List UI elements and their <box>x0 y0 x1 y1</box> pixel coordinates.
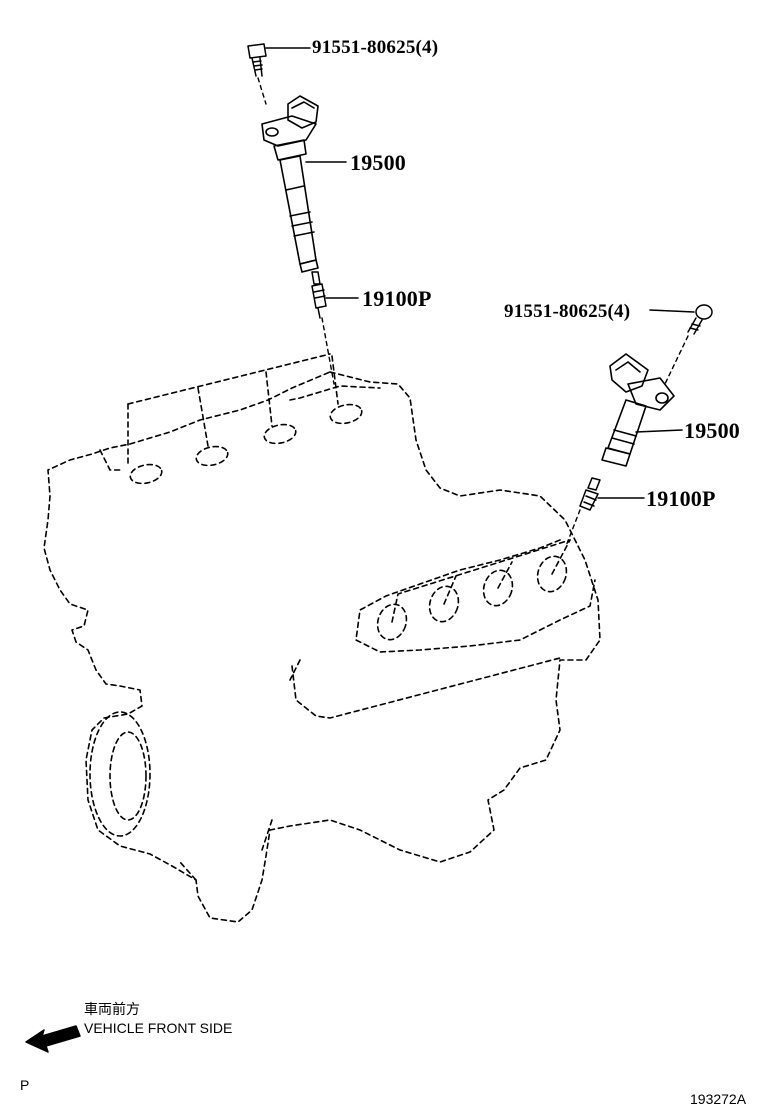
figure-code: 193272A <box>690 1091 747 1107</box>
page-mark: P <box>20 1077 30 1093</box>
plug-right-label: 19100P <box>646 486 716 511</box>
engine-block-outline <box>43 371 601 923</box>
top-ignition-coil <box>261 95 319 273</box>
right-bolt-guide <box>663 335 689 387</box>
flywheel-housing <box>89 711 151 837</box>
right-bank-plug-holes <box>376 539 571 641</box>
coil-right-label: 19500 <box>684 418 740 443</box>
top-plug-guide <box>321 317 335 385</box>
bolt-top-label: 91551-80625(4) <box>312 37 439 58</box>
leader-lines <box>265 47 695 499</box>
bolt-right-label: 91551-80625(4) <box>504 301 631 322</box>
vehicle-front-arrow <box>25 1025 81 1053</box>
top-spark-plug <box>311 271 327 319</box>
direction-japanese-label: 車両前方 <box>84 1001 140 1017</box>
right-bolt <box>687 304 713 335</box>
right-plug-guide <box>565 509 581 547</box>
top-bolt-guide <box>257 77 267 105</box>
coil-top-label: 19500 <box>350 150 406 175</box>
right-spark-plug <box>579 477 601 511</box>
right-ignition-coil <box>601 353 675 467</box>
plug-top-label: 19100P <box>362 286 432 311</box>
top-bolt <box>247 43 267 77</box>
direction-english-label: VEHICLE FRONT SIDE <box>84 1020 233 1036</box>
left-bank-plug-holes <box>127 353 363 485</box>
